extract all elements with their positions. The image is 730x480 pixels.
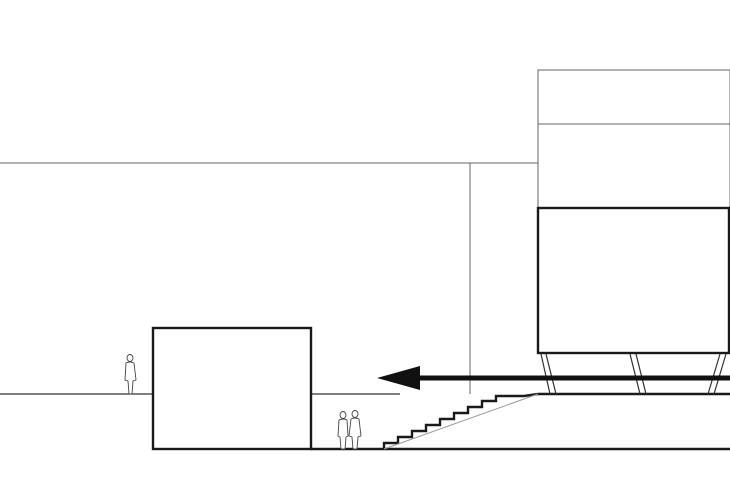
person-figure-pair-2: [348, 410, 362, 450]
pavilion-box: [151, 326, 313, 451]
support-3b: [713, 353, 727, 395]
tower: [536, 69, 730, 355]
tower-supports: [540, 353, 727, 395]
arrow-head: [377, 366, 420, 390]
support-1a: [540, 353, 551, 395]
support-1b: [545, 353, 557, 395]
staircase: [382, 392, 539, 449]
support-2a: [629, 353, 641, 395]
person-figure-left: [124, 354, 137, 395]
person-figure-pair-1: [337, 411, 349, 450]
staircase-slope-line: [383, 393, 539, 450]
back-wall: [0, 162, 538, 394]
support-2b: [635, 353, 647, 395]
movement-arrow: [377, 366, 730, 390]
support-3a: [707, 353, 721, 395]
tower-volume: [536, 206, 730, 355]
tower-upper-outline: [537, 69, 730, 209]
